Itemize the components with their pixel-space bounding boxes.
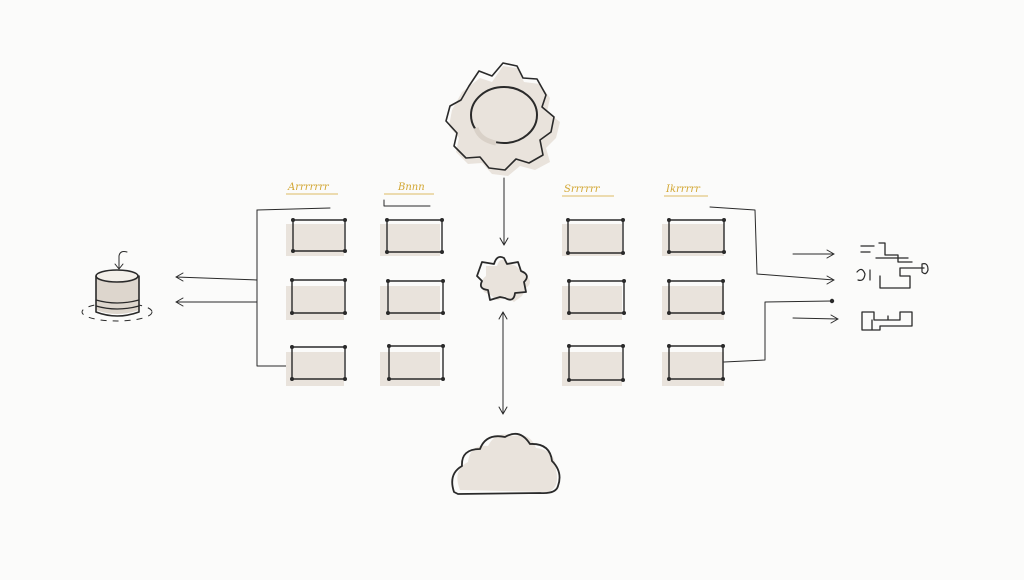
arrow-gear-to-hub xyxy=(499,177,509,246)
circuit-icon xyxy=(856,242,929,331)
column-4-boxes xyxy=(662,219,725,386)
svg-text:Arrrrrrr: Arrrrrrr xyxy=(287,182,330,193)
column-3-boxes xyxy=(562,219,625,386)
left-connectors xyxy=(175,207,331,367)
right-connectors xyxy=(709,206,839,363)
column-label-4: Ikrrrrr xyxy=(664,184,708,197)
puzzle-icon xyxy=(476,255,530,302)
column-label-1: Arrrrrrr xyxy=(286,182,338,195)
svg-text:Ikrrrrr: Ikrrrrr xyxy=(665,184,701,195)
column-2-boxes xyxy=(380,219,444,386)
arrow-hub-to-cloud xyxy=(498,311,508,415)
gear-icon xyxy=(445,62,560,176)
database-icon xyxy=(81,251,153,322)
column-label-3: Srrrrrr xyxy=(562,184,614,197)
svg-text:Srrrrrr: Srrrrrr xyxy=(564,184,601,195)
column-label-2: Bnnn xyxy=(383,182,434,207)
box-corner-dots xyxy=(290,218,726,382)
svg-text:Bnnn: Bnnn xyxy=(397,182,425,193)
column-1-boxes xyxy=(286,219,346,386)
cloud-icon xyxy=(451,432,561,495)
